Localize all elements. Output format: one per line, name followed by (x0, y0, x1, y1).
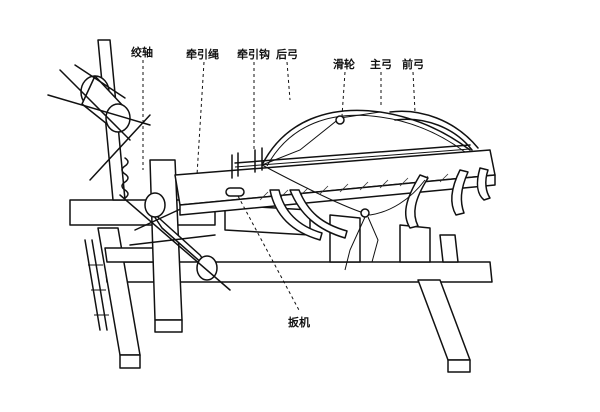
label-pull-rope: 牵引绳 (186, 48, 219, 61)
label-main-bow: 主弓 (370, 58, 392, 71)
label-rear-bow: 后弓 (276, 48, 298, 61)
label-pulley: 滑轮 (333, 58, 355, 71)
label-front-bow: 前弓 (402, 58, 424, 71)
bows (261, 109, 491, 271)
windlass-assembly (47, 39, 151, 201)
roller-assembly (119, 192, 231, 291)
stock (174, 144, 496, 216)
leader-lines (142, 60, 416, 313)
label-windlass: 绞轴 (131, 46, 153, 59)
label-trigger: 扳机 (288, 316, 310, 329)
label-pull-hook: 牵引钩 (237, 48, 270, 61)
